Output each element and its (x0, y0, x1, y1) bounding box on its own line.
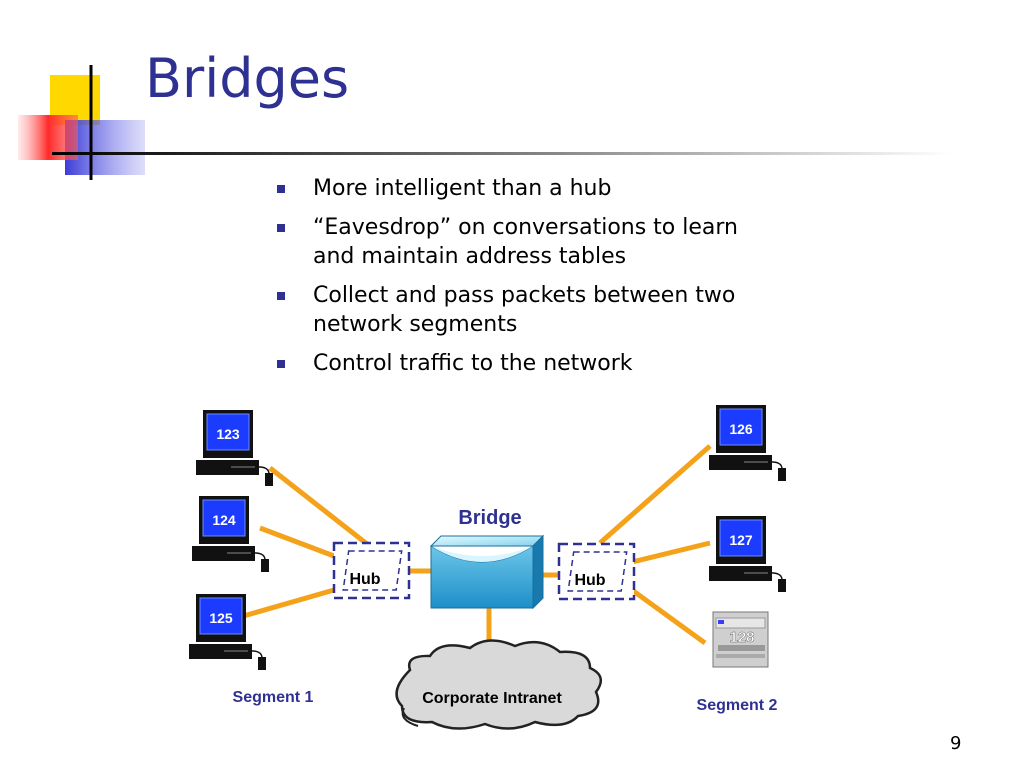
node-label-127: 127 (729, 532, 753, 548)
hub-right-label: Hub (574, 572, 605, 589)
node-label-125: 125 (209, 610, 233, 626)
link-123-hub (268, 466, 369, 546)
node-label-124: 124 (212, 512, 236, 528)
computer-123: 123 (196, 410, 273, 486)
computer-127: 127 (709, 516, 786, 592)
bullet-item: “Eavesdrop” on conversations to learn an… (270, 213, 740, 271)
computer-124: 124 (192, 496, 269, 572)
bridge-label: Bridge (458, 507, 521, 529)
computer-126: 126 (709, 405, 786, 481)
computer-125: 125 (189, 594, 266, 670)
slide-title: Bridges (145, 47, 350, 110)
link-hub-128 (630, 587, 707, 646)
node-label-123: 123 (216, 426, 240, 442)
slide-number: 9 (950, 733, 962, 754)
bullet-marker (277, 292, 285, 300)
bullet-item: Control traffic to the network (270, 349, 740, 378)
network-links (239, 444, 712, 665)
title-logo-graphic (18, 65, 145, 180)
link-125-hub (239, 587, 335, 620)
computers: 123 124 125 126 127 (189, 405, 786, 670)
node-label-128: 128 (729, 629, 754, 646)
segment-1-label: Segment 1 (233, 689, 314, 706)
hub-left-label: Hub (349, 571, 380, 588)
printer-128: 128 (712, 611, 769, 668)
bullet-list: More intelligent than a hub “Eavesdrop” … (270, 174, 740, 388)
bullet-marker (277, 360, 285, 368)
bullet-marker (277, 185, 285, 193)
hub-left: Hub (332, 541, 411, 600)
bullet-item: Collect and pass packets between two net… (270, 281, 740, 339)
bridge-device: Bridge (429, 507, 545, 610)
bullet-item: More intelligent than a hub (270, 174, 740, 203)
hub-right: Hub (557, 542, 636, 601)
title-underline (52, 152, 952, 155)
corporate-intranet-cloud: Corporate Intranet (395, 639, 603, 730)
cloud-label: Corporate Intranet (422, 690, 562, 707)
link-124-hub (259, 525, 335, 559)
segment-2-label: Segment 2 (697, 697, 778, 714)
link-hub-127 (631, 540, 711, 565)
node-label-126: 126 (729, 421, 753, 437)
bullet-marker (277, 224, 285, 232)
link-hub-126 (598, 444, 712, 545)
